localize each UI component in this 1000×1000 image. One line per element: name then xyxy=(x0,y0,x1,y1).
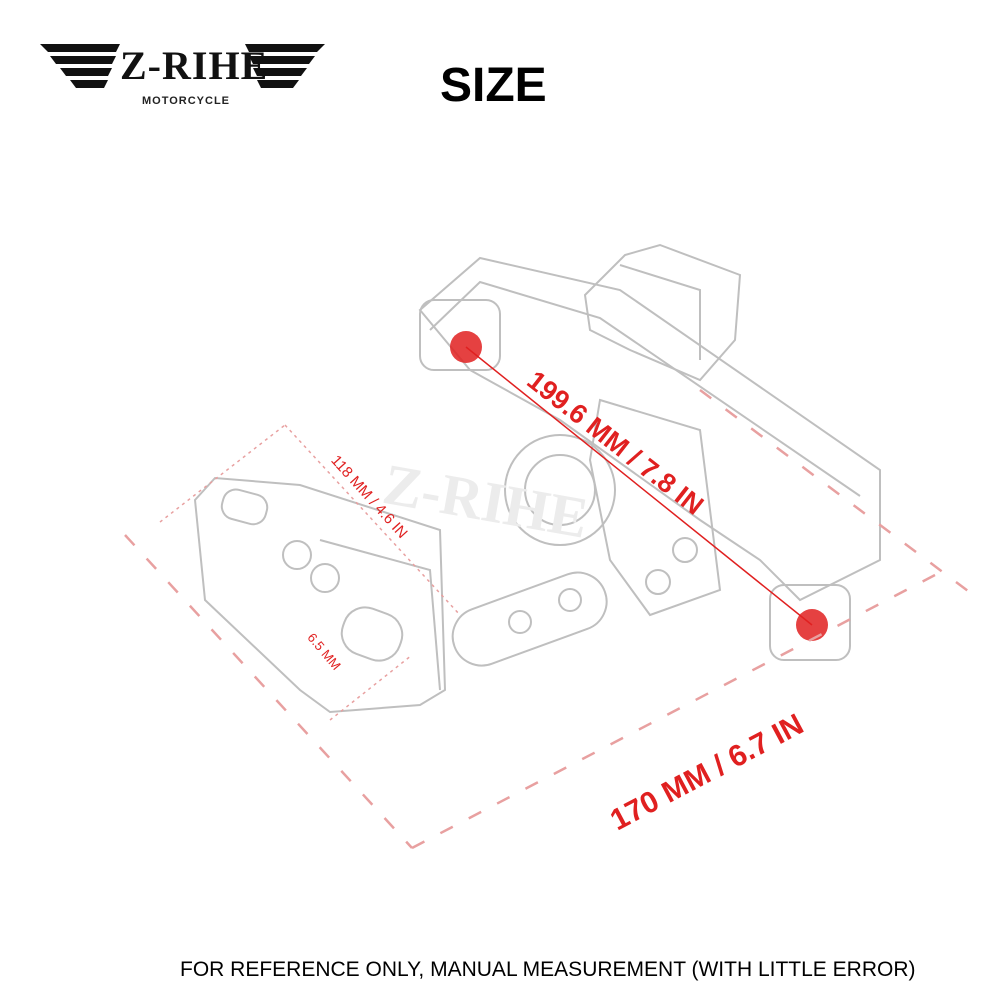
lower-arm xyxy=(451,571,608,667)
logo-subtitle: MOTORCYCLE xyxy=(142,95,231,107)
page-title: SIZE xyxy=(440,59,547,112)
clamp-block xyxy=(583,243,742,382)
mount-tab-left xyxy=(419,299,501,371)
ring-mount xyxy=(504,434,616,546)
width-dim-line xyxy=(411,573,936,850)
footer-note: FOR REFERENCE ONLY, MANUAL MEASUREMENT (… xyxy=(180,958,916,981)
plate-holder xyxy=(193,476,447,714)
mount-tab-right xyxy=(769,584,851,661)
plate-height-dim-line xyxy=(159,424,286,523)
diagonal-dim-line xyxy=(465,346,813,626)
slot-hole xyxy=(340,606,404,662)
logo-wings-right-icon xyxy=(245,44,325,88)
logo-brand: Z-RIHE xyxy=(120,43,269,88)
pivot-body xyxy=(588,398,722,617)
logo-wings-left-icon xyxy=(40,44,120,88)
upper-arm xyxy=(418,256,881,602)
